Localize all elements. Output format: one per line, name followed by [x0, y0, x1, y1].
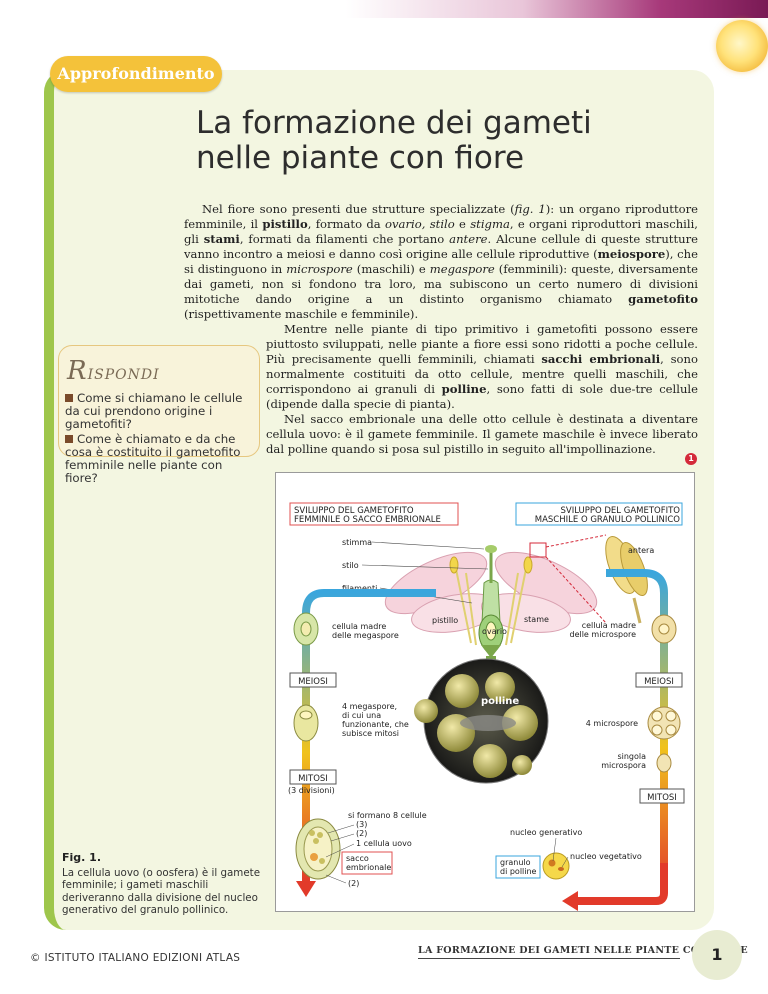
- embryo-sac-box: [341, 851, 393, 875]
- figure-number-badge: 1: [685, 453, 697, 465]
- label-antera: antera: [628, 546, 654, 555]
- meiosi-left-label: MEIOSI: [298, 677, 328, 687]
- label-generative-nucleus: nucleo generativo: [510, 828, 582, 837]
- section-tag: Approfondimento: [50, 56, 222, 92]
- decorative-sun-icon: [716, 20, 768, 72]
- male-arrowhead-icon: [562, 891, 578, 911]
- label-n3: (3): [356, 820, 367, 829]
- flower-illustration: [384, 534, 607, 678]
- rispondi-box: RISPONDI Come si chiamano le cellule da …: [58, 345, 260, 485]
- header-gradient-bar: [0, 0, 768, 18]
- label-n2-bottom: (2): [348, 879, 359, 888]
- paragraph-3: Nel sacco embrionale una delle otto cell…: [266, 412, 698, 456]
- label-stimma: stimma: [342, 538, 372, 547]
- label-stilo: stilo: [342, 561, 359, 570]
- bullet-square-icon: [65, 394, 73, 402]
- male-header-box: [515, 502, 683, 526]
- label-pistillo: pistillo: [432, 616, 458, 625]
- pollen-label: polline: [481, 696, 519, 707]
- label-pollen-grain-1: granulo: [500, 858, 531, 867]
- female-arrowhead-icon: [296, 881, 316, 897]
- label-n2: (2): [356, 829, 367, 838]
- pollen-grain-box: [495, 855, 541, 879]
- rispondi-title: RISPONDI: [67, 356, 160, 386]
- label-stame: stame: [524, 615, 549, 624]
- label-embryo-sac-2: embrionale: [346, 863, 391, 872]
- footer-title: LA FORMAZIONE DEI GAMETI NELLE PIANTE CO…: [418, 945, 748, 956]
- figure-1: SVILUPPO DEL GAMETOFITO FEMMINILE O SACC…: [275, 472, 695, 912]
- label-megaspore-mother-2: delle megaspore: [332, 631, 399, 640]
- figure-caption: Fig. 1. La cellula uovo (o oosfera) è il…: [62, 851, 262, 917]
- mitosi-left-badge: [289, 769, 337, 785]
- meiosi-left-badge: [289, 672, 337, 688]
- label-four-microspores: 4 microspore: [586, 719, 638, 728]
- page-title: La formazione dei gameti nelle piante co…: [196, 105, 592, 176]
- single-microspore-icon: [656, 753, 672, 773]
- pollen-grain-icon: [542, 852, 570, 880]
- footer-divider: [418, 958, 680, 959]
- female-header-line1: SVILUPPO DEL GAMETOFITO: [294, 506, 414, 516]
- label-egg-cell: 1 cellula uovo: [356, 839, 412, 848]
- question-1: Come si chiamano le cellule da cui prend…: [65, 391, 243, 431]
- male-header-line2: MASCHILE O GRANULO POLLINICO: [535, 515, 681, 525]
- label-single-microspore-1: singola: [617, 752, 646, 761]
- male-path-arrow-bottom: [576, 863, 668, 905]
- label-pollen-grain-2: di polline: [500, 867, 537, 876]
- body-text: Nel fiore sono presenti due strutture sp…: [184, 202, 698, 457]
- mitosi-right-badge: [639, 788, 685, 804]
- paragraph-2: Mentre nelle piante di tipo primitivo i …: [266, 322, 698, 411]
- caption-text: La cellula uovo (o oosfera) è il gamete …: [62, 866, 261, 917]
- meiosi-right-badge: [635, 672, 683, 688]
- label-eight-cells: si formano 8 cellule: [348, 811, 427, 820]
- pollen-micrograph: polline: [414, 658, 549, 784]
- label-megaspores-1: 4 megaspore,: [342, 702, 397, 711]
- label-three-divisions: (3 divisioni): [288, 786, 335, 795]
- four-microspores-icon: [647, 706, 681, 740]
- female-header-line2: FEMMINILE O SACCO EMBRIONALE: [294, 515, 441, 525]
- label-megaspores-4: subisce mitosi: [342, 729, 399, 738]
- page-number: 1: [692, 930, 742, 980]
- copyright: © ISTITUTO ITALIANO EDIZIONI ATLAS: [30, 952, 241, 964]
- megaspores-icon: [293, 704, 319, 742]
- mitosi-right-label: MITOSI: [647, 793, 677, 803]
- female-header-box: [289, 502, 459, 526]
- male-header-line1: SVILUPPO DEL GAMETOFITO: [560, 506, 680, 516]
- label-filamenti: filamenti: [342, 584, 377, 593]
- embryo-sac-icon: [295, 818, 341, 880]
- bullet-square-icon: [65, 435, 73, 443]
- label-vegetative-nucleus: nucleo vegetativo: [570, 852, 642, 861]
- question-2: Come è chiamato e da che cosa è costitui…: [65, 432, 241, 485]
- label-microspore-mother-2: delle microspore: [569, 630, 636, 639]
- label-ovario: ovario: [482, 627, 507, 636]
- meiosi-right-label: MEIOSI: [644, 677, 674, 687]
- label-megaspores-3: funzionante, che: [342, 720, 409, 729]
- label-megaspores-2: di cui una: [342, 711, 381, 720]
- label-megaspore-mother-1: cellula madre: [332, 622, 386, 631]
- mitosi-left-label: MITOSI: [298, 774, 328, 784]
- caption-label: Fig. 1.: [62, 851, 101, 864]
- label-single-microspore-2: microspora: [601, 761, 646, 770]
- label-embryo-sac-1: sacco: [346, 854, 369, 863]
- label-microspore-mother-1: cellula madre: [582, 621, 636, 630]
- paragraph-1: Nel fiore sono presenti due strutture sp…: [184, 202, 699, 321]
- gametophyte-diagram: SVILUPPO DEL GAMETOFITO FEMMINILE O SACC…: [288, 502, 685, 911]
